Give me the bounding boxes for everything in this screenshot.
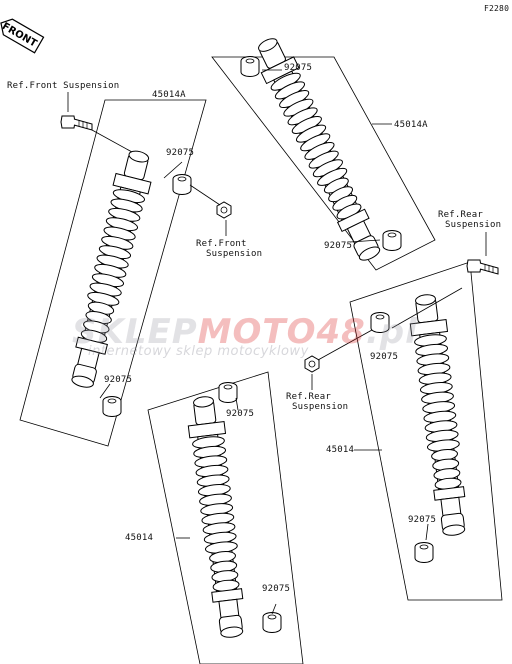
label-part-92075-front-right-bottom: 92075 [324,241,353,251]
label-part-45014-right: 45014 [326,445,355,455]
collar-bottom-front-right [382,230,402,251]
label-part-45014a-right: 45014A [394,120,428,130]
watermark-brand: SKLEPMOTO48.pl [72,312,418,352]
panel-rear-right [349,261,503,601]
shock-absorber-45014a-left [71,150,152,388]
collar-rear-left-bottom [262,612,282,633]
bolt-rear-suspension [466,259,499,275]
watermark-suffix: .pl [365,312,418,352]
watermark-tagline: internetowy sklep motocyklowy [88,344,309,359]
label-part-92075-rear-left-top: 92075 [226,409,255,419]
bolt-front-suspension [60,115,93,131]
shock-absorber-45014-left [187,396,244,638]
label-part-92075-rear-right-bottom: 92075 [408,515,437,525]
label-ref-rear-suspension-top-1: Ref.Rear [438,210,483,220]
label-ref-front-suspension-top: Ref.Front Suspension [7,81,120,91]
watermark-brand-part1: SKLEP [72,312,198,352]
label-part-45014-left: 45014 [125,533,154,543]
collar-rear-right-bottom [414,542,434,563]
label-ref-rear-suspension-mid-1: Ref.Rear [286,392,331,402]
label-ref-rear-suspension-top-2: Suspension [445,220,502,230]
label-part-45014a-left: 45014A [152,90,186,100]
collar-rear-left-top [218,382,238,403]
label-part-92075-rear-left-bottom: 92075 [262,584,291,594]
label-part-92075-front-left-bottom: 92075 [104,375,133,385]
label-ref-front-suspension-mid-1: Ref.Front [196,239,247,249]
panel-front-left [19,99,207,447]
figure-code: F2280 [484,4,510,13]
shock-absorber-45014-right [409,294,466,536]
collar-front-left-bottom [102,396,122,417]
watermark-brand-part2: MOTO48 [197,312,366,352]
collar-top-front-right [240,56,260,77]
collar-front-left-top [172,174,192,195]
shock-absorber-45014a-right [258,38,381,261]
label-ref-rear-suspension-mid-2: Suspension [292,402,349,412]
label-part-92075-rear-right-top: 92075 [370,352,399,362]
label-part-92075-front-left-top: 92075 [166,148,195,158]
label-ref-front-suspension-mid-2: Suspension [206,249,263,259]
front-direction-arrow: FRONT [0,18,45,54]
label-part-92075-front-right-top: 92075 [284,63,313,73]
leader-lines [67,69,487,615]
